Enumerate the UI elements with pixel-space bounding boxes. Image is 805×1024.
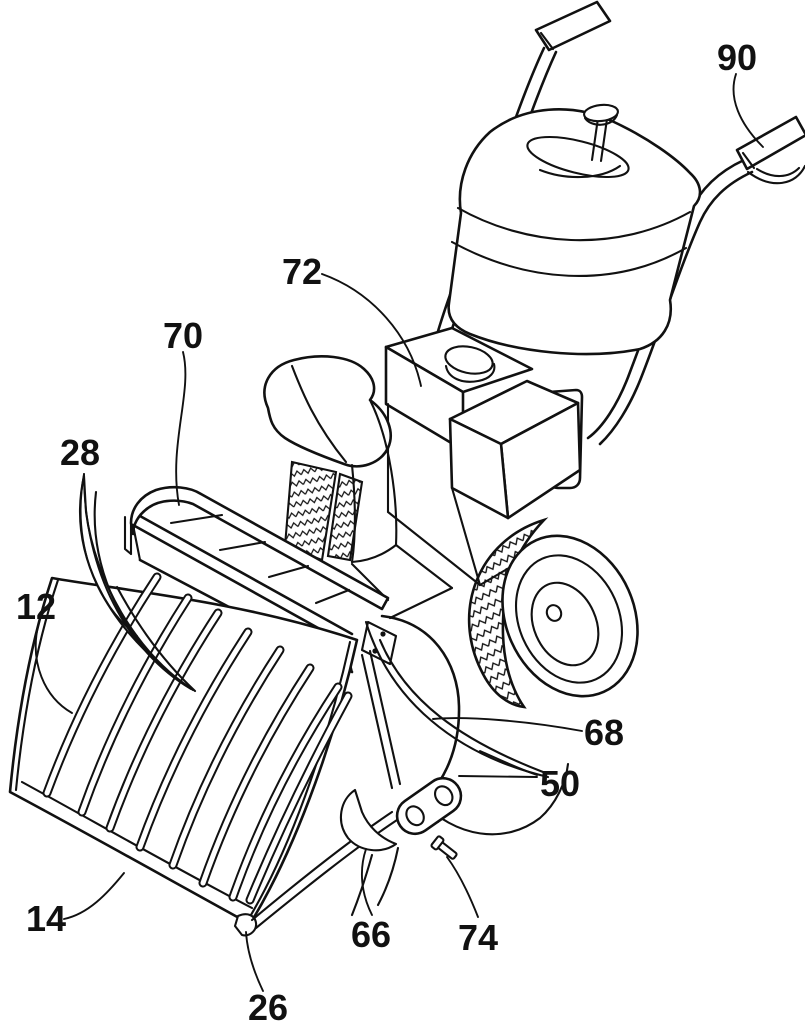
- ref-label-12: 12: [16, 586, 56, 627]
- chute-and-belt: [263, 355, 454, 620]
- curved-tine-edge: [93, 490, 170, 674]
- right-handle-grip: [735, 115, 805, 171]
- blade-left-edge: [14, 578, 60, 792]
- lid-slot-lip: [538, 164, 622, 179]
- arm-leg: [376, 846, 400, 907]
- left-handle-grip: [534, 0, 612, 52]
- ref-label-14: 14: [26, 898, 66, 939]
- leader-50: [458, 775, 538, 778]
- bracket-hole: [433, 785, 454, 807]
- ref-label-50: 50: [540, 763, 580, 804]
- chute-edge: [368, 398, 398, 547]
- grip-hook: [755, 166, 801, 178]
- blade-slots: [42, 572, 353, 905]
- chute-fold: [290, 364, 348, 464]
- leader-28: [83, 473, 192, 690]
- bolt-head: [430, 835, 445, 851]
- right-grip-edge: [741, 151, 756, 170]
- frame-strut: [360, 653, 394, 790]
- fuel-cap-skirt: [444, 362, 496, 383]
- lid-slot: [526, 135, 630, 179]
- trough-divider: [267, 564, 310, 579]
- collection-bag: [447, 103, 702, 356]
- leader-14: [63, 872, 125, 920]
- pivot-frame: [250, 614, 550, 930]
- ref-label-28: 28: [60, 432, 100, 473]
- ref-label-66: 66: [351, 914, 391, 955]
- bracket-plate: [395, 776, 463, 836]
- bag-lid-band: [450, 240, 688, 277]
- wheel: [418, 517, 639, 836]
- bracket-hole: [405, 805, 425, 827]
- leader-26: [245, 931, 264, 992]
- ref-label-90: 90: [717, 37, 757, 78]
- frame-strut: [250, 810, 394, 922]
- trough-front-rail: [131, 523, 347, 645]
- drive-belt: [326, 472, 364, 562]
- bag-body: [447, 108, 702, 356]
- ref-label-70: 70: [163, 315, 203, 356]
- leader-72: [321, 273, 422, 387]
- ref-label-74: 74: [458, 917, 498, 958]
- bag-lid-band: [456, 206, 692, 242]
- blade-right-edge: [246, 640, 352, 922]
- frame-strut: [368, 649, 402, 786]
- under-body: [418, 762, 570, 836]
- leader-90: [732, 73, 764, 148]
- axle-hole: [545, 604, 563, 622]
- fastener-bolt: [430, 835, 458, 860]
- rivet: [380, 631, 386, 637]
- curved-tine-edge: [115, 585, 197, 693]
- leader-lines: [34, 73, 764, 992]
- chute-edge: [350, 543, 398, 564]
- pivot-arm: [339, 788, 398, 852]
- fuel-cap: [444, 345, 494, 375]
- frame-strut: [254, 818, 399, 930]
- left-grip-edge: [539, 31, 555, 51]
- leader-68: [432, 717, 583, 732]
- hub: [530, 581, 600, 667]
- knob-stem: [599, 117, 609, 163]
- knob-cap: [583, 103, 619, 123]
- leader-66: [361, 848, 373, 916]
- frame-bar: [394, 543, 454, 590]
- ref-label-26: 26: [248, 987, 288, 1024]
- reference-labels: 90 72 70 28 12 14 26 66 74 50 68: [16, 37, 757, 1024]
- leader-28: [79, 473, 138, 637]
- ref-label-72: 72: [282, 251, 322, 292]
- trough-divider: [169, 513, 224, 525]
- trough-divider: [218, 540, 267, 552]
- pivot-bracket-plate: [395, 776, 463, 836]
- body-edge: [386, 510, 482, 587]
- arm-leg: [350, 853, 374, 917]
- trough-front-rail: [138, 514, 354, 636]
- scraper-tab: [233, 913, 258, 937]
- engine: [384, 326, 584, 587]
- trough-wall-edge: [131, 523, 142, 562]
- right-tine-edge: [378, 638, 545, 774]
- scoop-blade: [8, 572, 359, 937]
- leader-70: [175, 351, 187, 506]
- trough-left-end: [123, 515, 133, 556]
- blade-bottom-strip: [20, 780, 254, 910]
- trough-divider: [314, 588, 351, 605]
- leader-50: [479, 750, 538, 776]
- ref-label-68: 68: [584, 712, 624, 753]
- leader-12: [34, 625, 73, 714]
- knob-cap-skirt: [583, 113, 619, 126]
- frame-bar: [388, 586, 454, 620]
- chute-body: [263, 355, 392, 468]
- right-tine-edge: [364, 620, 550, 779]
- leader-74: [446, 856, 479, 918]
- body-edge: [450, 486, 482, 587]
- air-box-side: [448, 417, 510, 520]
- grip-hook: [746, 164, 805, 185]
